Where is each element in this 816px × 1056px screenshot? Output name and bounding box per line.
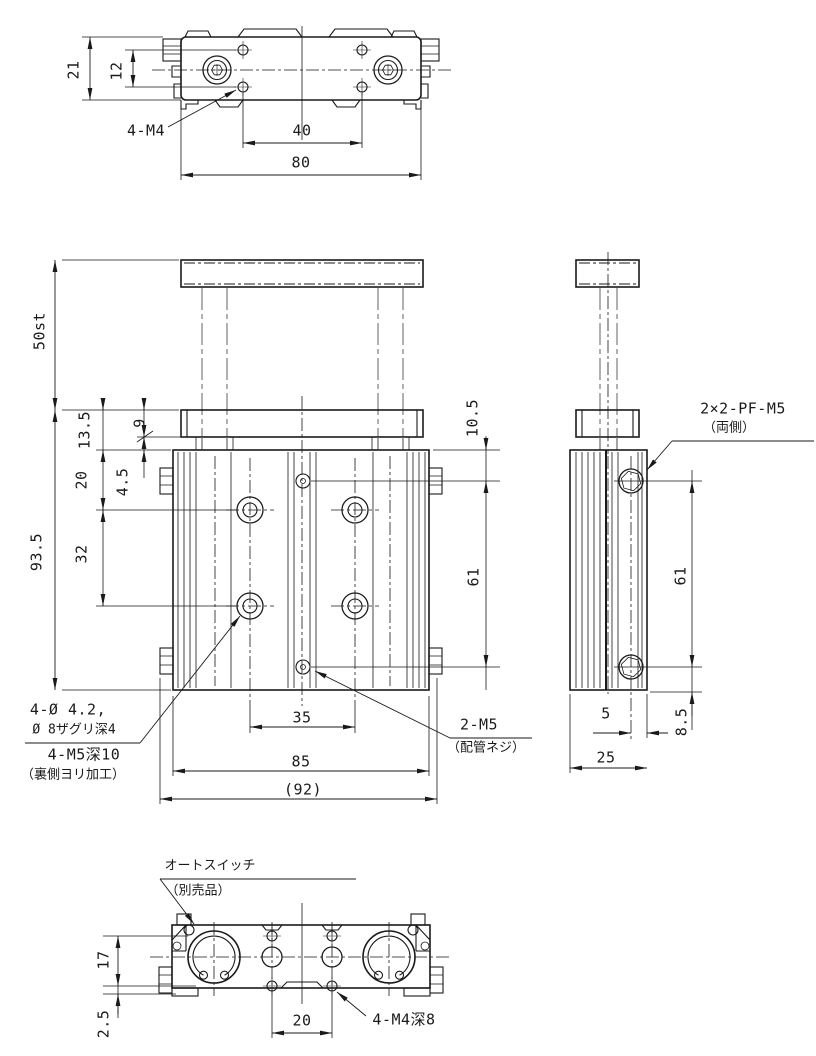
side-screw-boss xyxy=(428,647,443,675)
bottom-view-dimensions xyxy=(103,878,367,1036)
dim-label-9: 9 xyxy=(130,418,149,428)
dim-label-10-5: 10.5 xyxy=(463,398,482,438)
guide-rods xyxy=(201,288,404,449)
switch-groove-hole xyxy=(172,941,182,951)
dim-label-12: 12 xyxy=(107,61,126,81)
cylinder-body xyxy=(172,449,430,691)
top-plate-extended-side xyxy=(575,259,640,288)
dim-label-93-5: 93.5 xyxy=(27,532,46,572)
dim-label-61-side: 61 xyxy=(671,566,690,586)
body-grooves xyxy=(177,452,426,688)
piping-ports-side xyxy=(614,468,702,680)
side-view-dimensions xyxy=(569,440,814,773)
piping-ports-front xyxy=(295,473,311,675)
note-counterbore-3: 4-M5深10 xyxy=(47,745,121,764)
leader-counterbore xyxy=(139,615,241,744)
switch-groove-hole xyxy=(183,924,195,936)
dim-label-4-5: 4.5 xyxy=(113,467,132,497)
side-screw-boss xyxy=(159,647,174,675)
leader-port xyxy=(314,670,451,739)
counterbore-holes xyxy=(226,496,379,620)
side-steps xyxy=(171,65,431,99)
dim-label-85: 85 xyxy=(291,752,311,771)
front-view-drawing xyxy=(25,259,532,804)
note-auto-switch-1: オートスイッチ xyxy=(164,858,256,874)
rail-tab xyxy=(403,987,431,997)
dim-label-13-5: 13.5 xyxy=(75,410,94,450)
note-pf-port-1: 2×2-PF-M5 xyxy=(700,399,786,418)
side-screw-boss xyxy=(429,966,444,994)
dim-label-40: 40 xyxy=(292,121,312,140)
top-view-dimensions xyxy=(82,36,422,180)
note-m4-depth: 4-M4深8 xyxy=(372,1010,436,1029)
dim-label-8-5: 8.5 xyxy=(672,707,691,737)
side-screw-boss xyxy=(158,966,173,994)
dim-label-20: 20 xyxy=(72,470,91,490)
switch-rail-bumps xyxy=(184,28,418,38)
leader-m4 xyxy=(336,991,367,1017)
dim-label-17: 17 xyxy=(94,950,113,970)
note-label-4-M4: 4-M4 xyxy=(126,121,166,140)
dim-label-21: 21 xyxy=(64,60,83,80)
top-plate-extended xyxy=(180,259,424,288)
bottom-rail-notches xyxy=(180,99,422,110)
dim-label-20-bottom: 20 xyxy=(292,1011,312,1030)
centerlines xyxy=(150,922,452,996)
piston-rod xyxy=(599,288,618,449)
extension-lines xyxy=(62,259,500,804)
switch-groove-hole xyxy=(420,941,430,951)
dim-label-2-5: 2.5 xyxy=(94,1009,113,1039)
front-view-dimensions xyxy=(25,260,532,802)
note-counterbore-1: 4-Ø 4.2, xyxy=(29,700,107,719)
note-port-1: 2-M5 xyxy=(459,715,499,734)
top-view-body xyxy=(180,36,422,101)
dim-label-80: 80 xyxy=(291,153,311,172)
dim-label-25: 25 xyxy=(596,748,616,767)
rail-tab xyxy=(171,987,199,997)
switch-rail-tab xyxy=(410,913,426,926)
dim-label-32: 32 xyxy=(72,544,91,564)
note-counterbore-2: Ø 8ザグリ深4 xyxy=(32,722,116,738)
leader-auto-switch xyxy=(159,878,195,925)
centerlines xyxy=(214,396,391,706)
centerlines xyxy=(607,456,632,742)
note-counterbore-4: （裏側ヨリ加工） xyxy=(20,767,126,783)
side-screw-boss-right xyxy=(420,38,440,62)
switch-groove-hole xyxy=(407,924,419,936)
top-view-drawing xyxy=(82,26,452,180)
note-port-2: （配管ネジ） xyxy=(446,740,526,756)
bottom-view-drawing xyxy=(103,878,452,1038)
dim-label-92: (92) xyxy=(283,780,323,799)
dim-label-61-front: 61 xyxy=(464,567,483,587)
dim-label-5: 5 xyxy=(601,704,611,723)
side-screw-boss xyxy=(159,467,174,495)
switch-rail-tab xyxy=(176,913,192,926)
top-plate-retracted-side xyxy=(575,409,640,438)
switch-groove-corners xyxy=(171,924,431,952)
bottom-view-body xyxy=(171,924,431,989)
note-auto-switch-2: （別売品） xyxy=(165,883,231,899)
leader-4-M4 xyxy=(167,89,237,128)
cylinder-body-side xyxy=(569,449,648,691)
side-view-drawing xyxy=(569,252,814,773)
note-pf-port-2: （両側） xyxy=(702,420,756,436)
leader-pf-port xyxy=(646,440,673,471)
body-grooves-side xyxy=(575,452,643,688)
dim-label-50st: 50st xyxy=(30,311,49,351)
thread-holes xyxy=(234,41,371,96)
dim-label-35: 35 xyxy=(292,708,312,727)
